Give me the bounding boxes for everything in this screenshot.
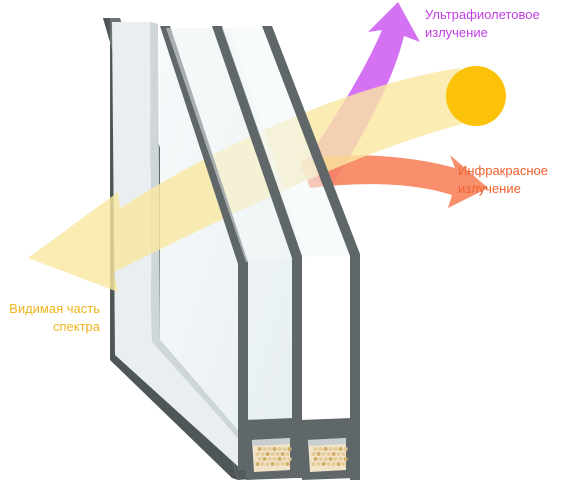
- sun-icon: [446, 66, 506, 126]
- glass-panel-inner: [160, 28, 302, 470]
- uv-label-line-2: излучение: [425, 25, 488, 40]
- visible-label-line-2: спектра: [52, 319, 100, 334]
- ir-radiation-label: Инфракрасное излучение: [458, 162, 548, 198]
- uv-radiation-label: Ультрафиолетовое излучение: [425, 6, 540, 42]
- visible-spectrum-label: Видимая часть спектра: [2, 300, 100, 336]
- spacer-2: [300, 418, 354, 480]
- uv-label-line-1: Ультрафиолетовое: [425, 7, 540, 22]
- ir-label-line-2: излучение: [458, 181, 521, 196]
- visible-label-line-1: Видимая часть: [9, 301, 100, 316]
- ir-arrow: [300, 155, 488, 208]
- glass-pane-1: [160, 26, 308, 470]
- ir-label-line-1: Инфракрасное: [458, 163, 548, 178]
- spacer-1: [244, 418, 296, 480]
